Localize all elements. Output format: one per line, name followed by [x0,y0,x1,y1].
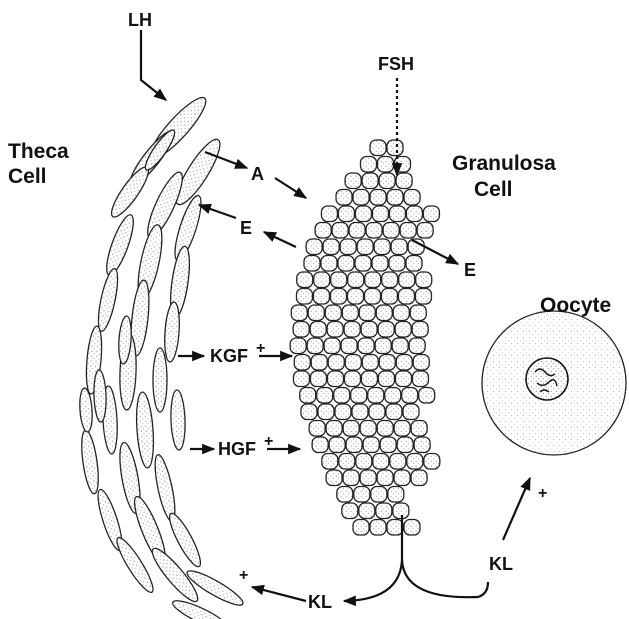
granulosa-cell-label-2: Cell [474,178,513,201]
kl-arrow-to-theca [252,587,306,601]
granulosa-cell-label: Granulosa [452,152,556,175]
kl-label-left: KL [308,592,332,612]
theca-cell-label: Theca [8,140,69,163]
kl-arrow-to-oocyte [503,478,530,540]
theca-cell [134,392,155,469]
theca-cell [79,429,102,494]
estrogen-label-right: E [464,260,476,280]
fsh-label: FSH [378,54,414,74]
theca-cell [163,302,181,363]
hgf-label: HGF [218,439,256,459]
kl-label-right: KL [489,554,513,574]
theca-cell-label-2: Cell [8,165,47,188]
oocyte-kl-plus: + [538,485,547,502]
lh-arrow [141,30,166,100]
theca-cell [170,390,186,450]
kgf-label: KGF [210,346,248,366]
theca-cell [151,453,179,522]
theca-cell [93,370,107,422]
kl-right-branch [402,560,488,597]
androgen-label: A [251,164,264,184]
estrogen-label-left: E [240,218,252,238]
androgen-arrow-to-granulosa [275,178,306,198]
granulosa-cell-layer [290,140,440,535]
theca-cell [102,212,139,278]
theca-cell [94,267,121,333]
hgf-plus: + [264,433,273,450]
theca-cell [153,348,167,412]
kgf-plus: + [256,340,265,357]
theca-cell [106,163,154,221]
kl-left-branch [344,560,402,601]
lh-label: LH [128,10,152,30]
theca-kl-plus: + [239,567,248,584]
estrogen-arrow-left [199,205,236,218]
oocyte-label: Oocyte [540,294,611,317]
estrogen-arrow-left-2 [264,232,296,247]
oocyte [482,311,626,455]
